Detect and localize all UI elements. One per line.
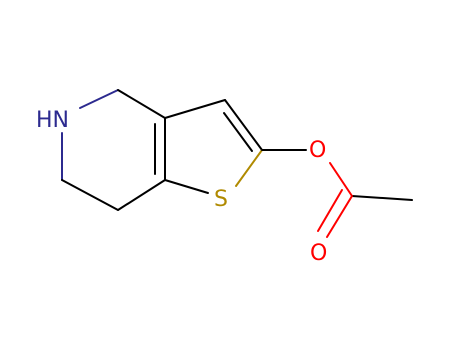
bond-nh-c4 [79,89,119,109]
nitrogen-atom-label: HN [36,108,69,133]
bond-c2-s [235,149,263,187]
ester-oxygen-atom-label: O [309,138,326,163]
bond-c3-c2-double [223,112,253,152]
sulfur-atom-label: S [214,187,228,212]
piperidine-ring [61,89,166,211]
bond-carbonyl-o-double [317,189,343,232]
bond-c3-c2 [224,99,263,151]
bond-c4-c3a [117,89,166,119]
bond-c7a-s [164,179,209,194]
bond-c7-c7a [117,179,166,211]
carbonyl-oxygen-atom-label: O [310,241,327,266]
bond-carbonyl-methyl [351,195,413,201]
bond-carbonyl-o [326,195,353,238]
thiophene-ring [164,99,263,194]
acetoxy-group [261,149,413,238]
bond-c3a-c3 [164,99,226,119]
bond-o-carbonyl [329,162,353,197]
bond-c6-c7 [61,179,119,211]
